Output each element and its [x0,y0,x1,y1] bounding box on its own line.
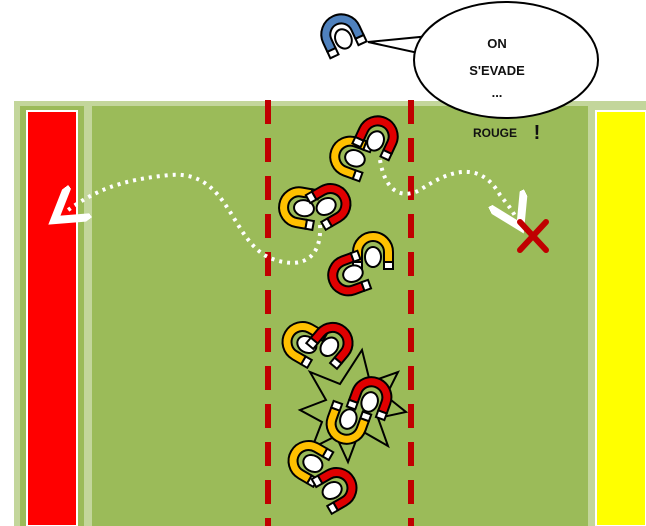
speech-bubble: ON S'EVADE ... ROUGE ! [367,1,599,144]
yellow-zone [595,110,646,526]
bubble-line-3: ... [492,85,503,100]
bubble-line-2: S'EVADE [469,63,525,78]
yellow-player-icon [352,231,394,270]
bubble-line-4: ROUGE [473,126,517,140]
bubble-exclaim: ! [534,122,541,144]
red-zone [26,110,78,526]
blue-player-icon [313,6,368,60]
cross-icon [517,219,549,253]
bubble-line-1: ON [487,36,507,51]
dotted-path-right [378,159,515,216]
